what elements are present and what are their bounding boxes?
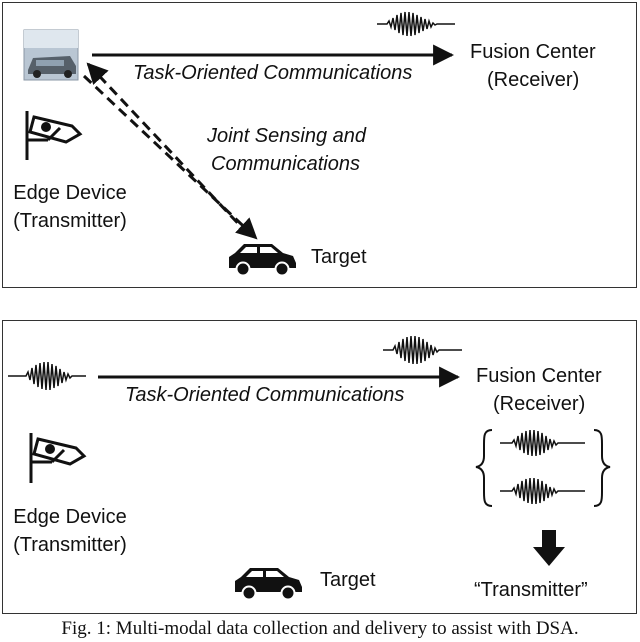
car-icon (235, 568, 302, 601)
joint-sensing-label-line2: Communications (211, 153, 360, 175)
joint-sensing-label-line1: Joint Sensing and (207, 125, 367, 147)
waveform-icon (8, 361, 86, 391)
camera-photo-icon (23, 29, 79, 81)
figure-caption: Fig. 1: Multi-modal data collection and … (61, 618, 579, 639)
top-panel (2, 2, 637, 288)
fusion-center-sublabel: (Receiver) (493, 393, 586, 415)
car-icon (229, 244, 296, 277)
edge-device-label: Edge Device (13, 182, 127, 204)
target-label: Target (311, 246, 367, 268)
edge-device-sublabel: (Transmitter) (13, 534, 127, 556)
task-oriented-label: Task-Oriented Communications (125, 384, 405, 406)
transmitter-quote-label: “Transmitter” (474, 579, 588, 601)
waveform-icon (500, 429, 585, 457)
curly-brace-icon (475, 429, 611, 507)
joint-sensing-arrows (82, 62, 258, 240)
edge-device-sublabel: (Transmitter) (13, 210, 127, 232)
waveform-icon (383, 335, 462, 365)
fusion-center-label: Fusion Center (476, 365, 602, 387)
bottom-panel (2, 320, 637, 614)
down-arrow-icon (533, 530, 565, 566)
fusion-center-label: Fusion Center (470, 41, 596, 63)
waveform-icon (377, 11, 455, 37)
security-camera-icon (29, 433, 87, 483)
target-label: Target (320, 569, 376, 591)
task-oriented-label: Task-Oriented Communications (133, 62, 413, 84)
waveform-icon (500, 477, 585, 505)
edge-device-label: Edge Device (13, 506, 127, 528)
fusion-center-sublabel: (Receiver) (487, 69, 580, 91)
security-camera-icon (25, 111, 83, 160)
